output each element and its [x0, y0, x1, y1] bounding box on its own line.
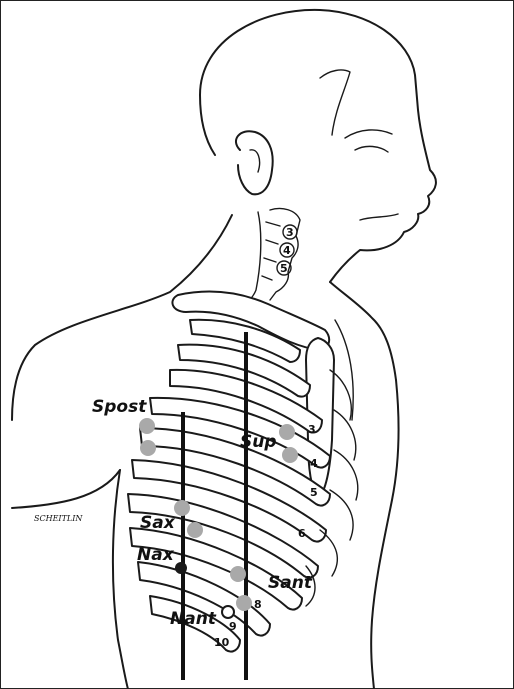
cervical-spine: [238, 208, 300, 310]
spost-point-lower: [140, 440, 156, 456]
rib-number-3: 3: [308, 423, 316, 436]
rib-number-9: 9: [229, 620, 237, 633]
sup-point-lower: [282, 447, 298, 463]
label-sax: Sax: [140, 513, 176, 533]
sax-point-lower: [187, 522, 203, 538]
label-sup: Sup: [240, 432, 277, 452]
head-outline: [200, 10, 436, 282]
rib-cage: [128, 320, 330, 652]
rib-number-8: 8: [254, 598, 262, 611]
artist-signature: SCHEITLIN: [34, 514, 83, 523]
rib-number-10: 10: [214, 636, 230, 649]
label-spost: Spost: [92, 397, 147, 417]
nax-marker: [175, 562, 187, 574]
sant-point-lower: [236, 595, 252, 611]
sant-point-upper: [230, 566, 246, 582]
cervical-number-4: 4: [283, 244, 291, 257]
spost-point-upper: [139, 418, 155, 434]
rib-number-6: 6: [298, 527, 306, 540]
cervical-number-5: 5: [280, 262, 288, 275]
label-nax: Nax: [137, 545, 175, 565]
label-sant: Sant: [268, 573, 313, 593]
label-nant: Nant: [170, 609, 217, 629]
ear: [236, 131, 273, 194]
sup-point-upper: [279, 424, 295, 440]
nant-marker: [222, 606, 234, 618]
rib-number-5: 5: [310, 486, 318, 499]
sax-point-upper: [174, 500, 190, 516]
cervical-number-3: 3: [286, 226, 294, 239]
rib-number-4: 4: [310, 457, 318, 470]
